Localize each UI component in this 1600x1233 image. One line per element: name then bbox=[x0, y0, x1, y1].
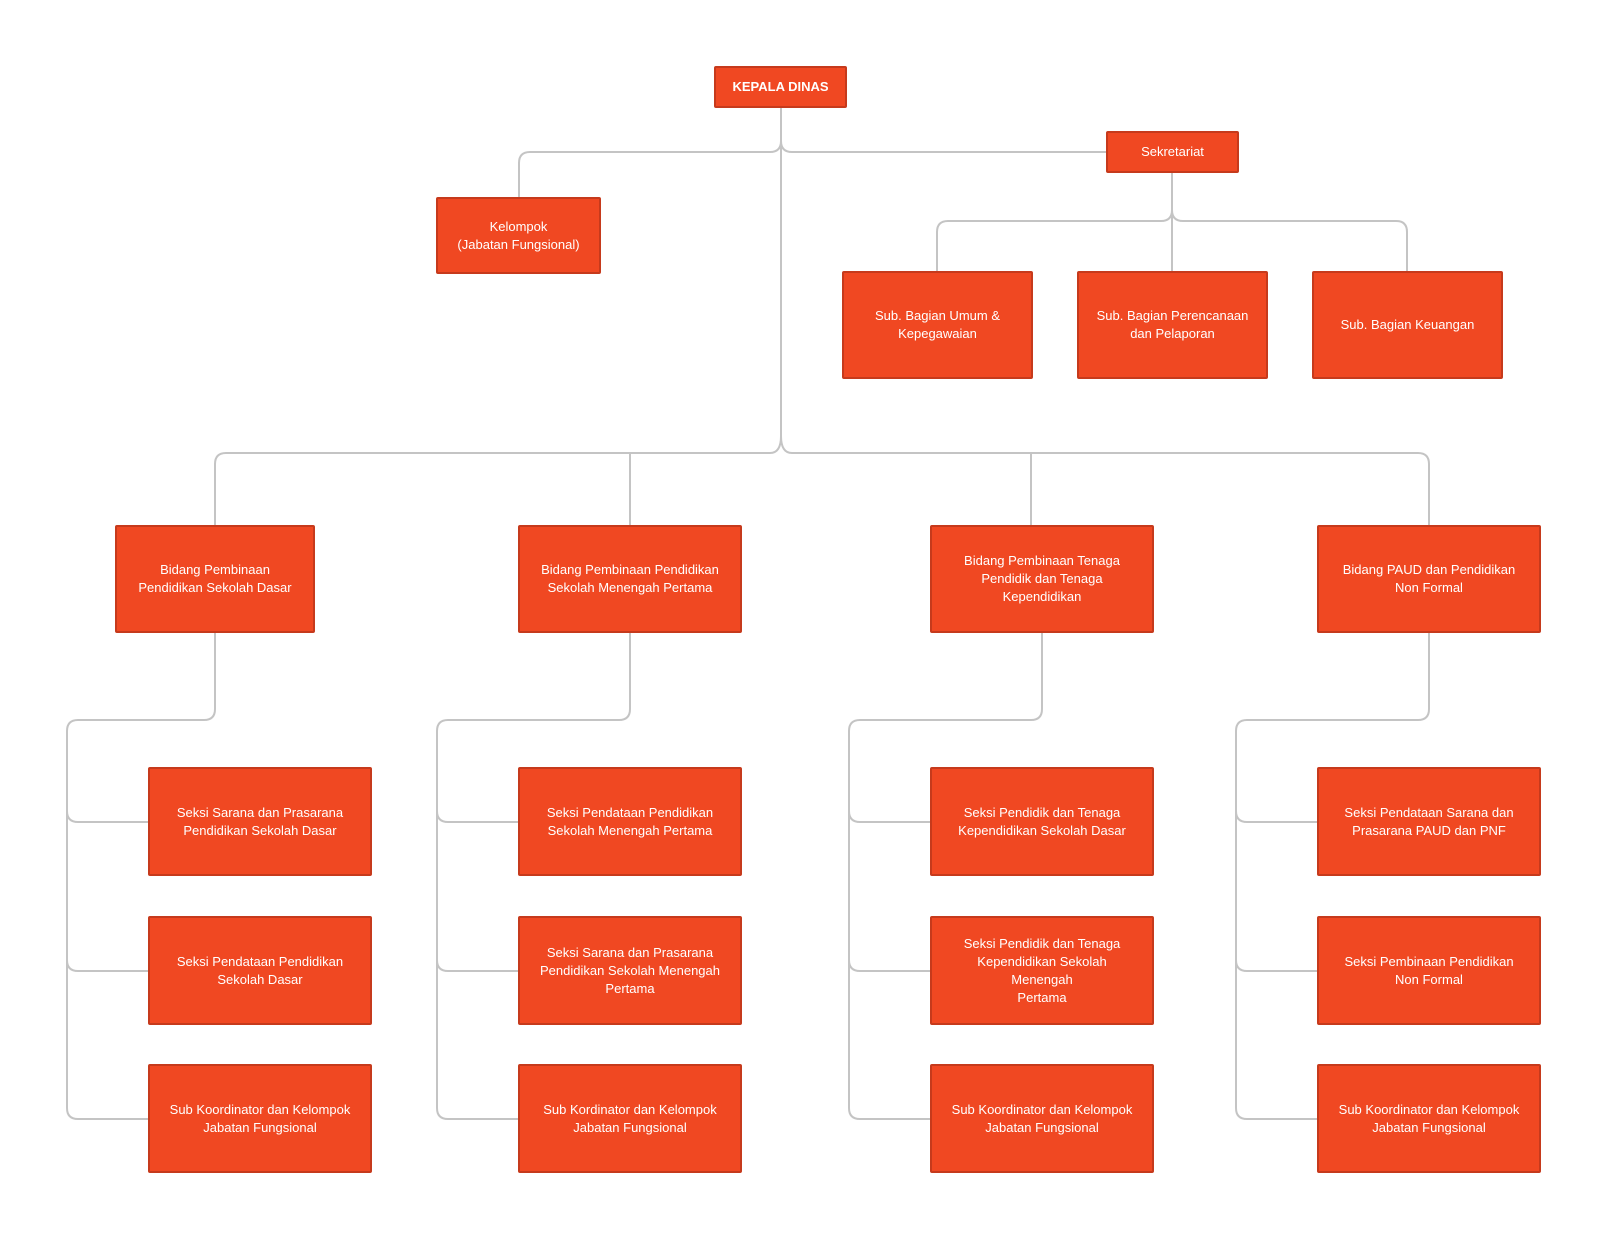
connector-div2-sec2 bbox=[436, 959, 518, 972]
box-sub-bagian-keuangan: Sub. Bagian Keuangan bbox=[1312, 271, 1503, 379]
box-section: Sub Koordinator dan Kelompok Jabatan Fun… bbox=[1317, 1064, 1541, 1173]
connector-secretariat-sub3 bbox=[1171, 209, 1408, 271]
box-kepala-dinas: KEPALA DINAS bbox=[714, 66, 847, 108]
box-section: Seksi Pendataan Sarana dan Prasarana PAU… bbox=[1317, 767, 1541, 876]
connector-div1-sections bbox=[66, 633, 216, 1120]
box-section: Seksi Pendataan Pendidikan Sekolah Menen… bbox=[518, 767, 742, 876]
connector-div1-sec2 bbox=[66, 959, 148, 972]
box-bidang-paud: Bidang PAUD dan Pendidikan Non Formal bbox=[1317, 525, 1541, 633]
box-section: Sub Koordinator dan Kelompok Jabatan Fun… bbox=[930, 1064, 1154, 1173]
connector-div3-sec1 bbox=[848, 810, 930, 823]
connector-secretariat-sub1 bbox=[936, 209, 1173, 271]
box-section: Seksi Sarana dan Prasarana Pendidikan Se… bbox=[148, 767, 372, 876]
connector-div3-sec2 bbox=[848, 959, 930, 972]
box-section: Seksi Pendidik dan Tenaga Kependidikan S… bbox=[930, 767, 1154, 876]
connector-div4-sec1 bbox=[1235, 810, 1317, 823]
connector-head-group bbox=[518, 140, 782, 197]
box-kelompok-jabatan-fungsional: Kelompok (Jabatan Fungsional) bbox=[436, 197, 601, 274]
box-sub-bagian-perencanaan: Sub. Bagian Perencanaan dan Pelaporan bbox=[1077, 271, 1268, 379]
box-sekretariat: Sekretariat bbox=[1106, 131, 1239, 173]
box-sub-bagian-umum: Sub. Bagian Umum & Kepegawaian bbox=[842, 271, 1033, 379]
box-section: Seksi Pendidik dan Tenaga Kependidikan S… bbox=[930, 916, 1154, 1025]
connector-head-secretariat bbox=[780, 140, 1106, 153]
box-section: Seksi Pendataan Pendidikan Sekolah Dasar bbox=[148, 916, 372, 1025]
connector-div1-sec1 bbox=[66, 810, 148, 823]
connector-div2-sec1 bbox=[436, 810, 518, 823]
box-section: Seksi Pembinaan Pendidikan Non Formal bbox=[1317, 916, 1541, 1025]
box-section: Sub Koordinator dan Kelompok Jabatan Fun… bbox=[148, 1064, 372, 1173]
box-bidang-tenaga-pendidik: Bidang Pembinaan Tenaga Pendidik dan Ten… bbox=[930, 525, 1154, 633]
connector-div4-sec2 bbox=[1235, 959, 1317, 972]
box-section: Seksi Sarana dan Prasarana Pendidikan Se… bbox=[518, 916, 742, 1025]
box-bidang-smp: Bidang Pembinaan Pendidikan Sekolah Mene… bbox=[518, 525, 742, 633]
connector-head-div3 bbox=[780, 435, 1032, 525]
connector-head-div1 bbox=[214, 435, 782, 525]
box-section: Sub Kordinator dan Kelompok Jabatan Fung… bbox=[518, 1064, 742, 1173]
connector-div2-sections bbox=[436, 633, 631, 1120]
connector-div3-sections bbox=[848, 633, 1043, 1120]
connector-head-div4 bbox=[1031, 452, 1430, 525]
box-bidang-sekolah-dasar: Bidang Pembinaan Pendidikan Sekolah Dasa… bbox=[115, 525, 315, 633]
connector-div4-sections bbox=[1235, 633, 1430, 1120]
